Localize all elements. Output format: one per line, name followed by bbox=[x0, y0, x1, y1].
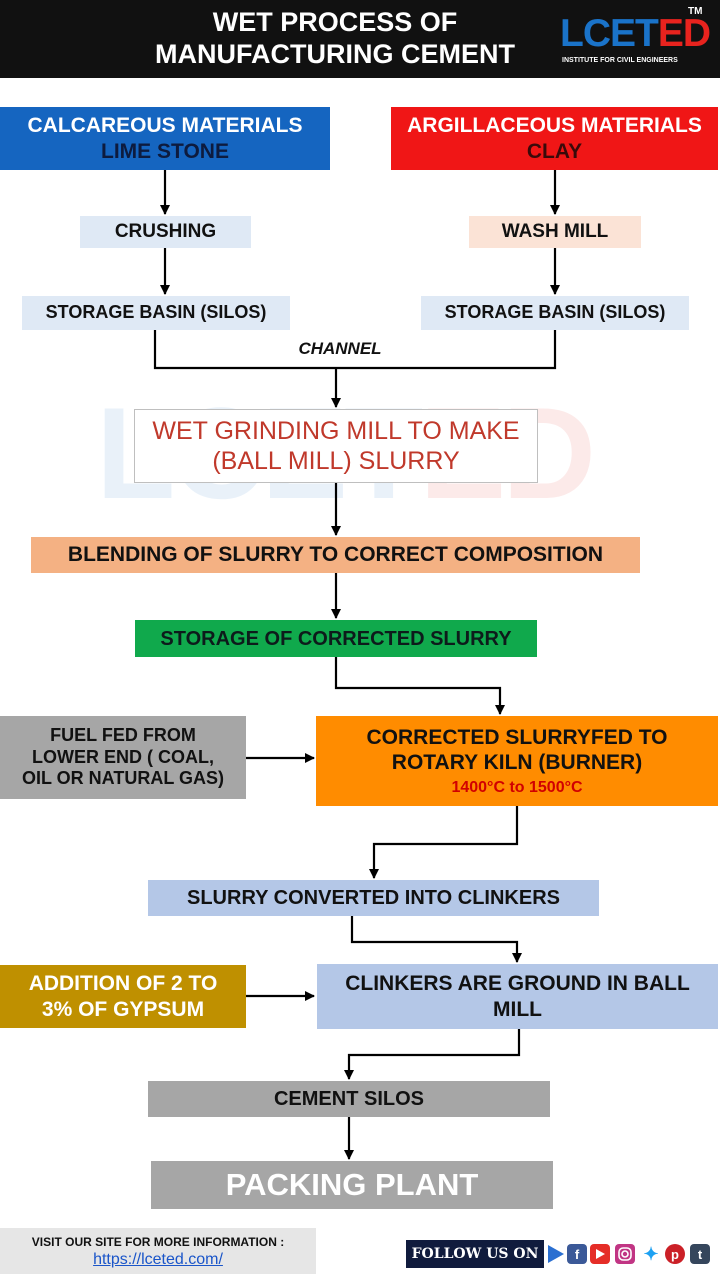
wet-grinding-mill-box: WET GRINDING MILL TO MAKE (BALL MILL) SL… bbox=[134, 409, 538, 483]
youtube-icon[interactable] bbox=[590, 1244, 610, 1264]
ground-line-1: CLINKERS ARE GROUND IN BALL bbox=[345, 972, 690, 996]
storage-corrected-slurry-box: STORAGE OF CORRECTED SLURRY bbox=[135, 620, 537, 657]
rotary-kiln-box: CORRECTED SLURRYFED TO ROTARY KILN (BURN… bbox=[316, 716, 718, 806]
arrow-ground-to-silos bbox=[344, 1029, 521, 1080]
facebook-icon[interactable]: f bbox=[567, 1244, 587, 1264]
play-icon[interactable] bbox=[546, 1244, 566, 1264]
clinkers-box: SLURRY CONVERTED INTO CLINKERS bbox=[148, 880, 599, 916]
header-bar bbox=[0, 0, 720, 78]
storage-basin-right-box: STORAGE BASIN (SILOS) bbox=[421, 296, 689, 330]
cement-silos-box: CEMENT SILOS bbox=[148, 1081, 550, 1117]
kiln-line-1: CORRECTED SLURRYFED TO bbox=[366, 726, 668, 750]
storage-basin-left-box: STORAGE BASIN (SILOS) bbox=[22, 296, 290, 330]
clinkers-ground-box: CLINKERS ARE GROUND IN BALL MILL bbox=[317, 964, 718, 1029]
footer-visit-panel: VISIT OUR SITE FOR MORE INFORMATION : ht… bbox=[0, 1228, 316, 1274]
ground-line-2: MILL bbox=[493, 997, 542, 1021]
title-line-1: WET PROCESS OF bbox=[212, 7, 458, 37]
fuel-line-3: OIL OR NATURAL GAS) bbox=[22, 768, 224, 789]
gypsum-line-1: ADDITION OF 2 TO bbox=[28, 972, 218, 996]
fuel-line-2: LOWER END ( COAL, bbox=[32, 746, 214, 767]
blending-box: BLENDING OF SLURRY TO CORRECT COMPOSITIO… bbox=[31, 537, 640, 573]
kiln-line-2: ROTARY KILN (BURNER) bbox=[391, 751, 643, 775]
calcareous-line-1: CALCAREOUS MATERIALS bbox=[27, 114, 303, 138]
page-title: WET PROCESS OF MANUFACTURING CEMENT bbox=[100, 6, 570, 71]
packing-plant-box: PACKING PLANT bbox=[151, 1161, 553, 1209]
title-line-2: MANUFACTURING CEMENT bbox=[155, 39, 515, 70]
footer-site-link[interactable]: https://lceted.com/ bbox=[93, 1251, 223, 1268]
channel-line bbox=[153, 330, 557, 370]
calcareous-line-2: LIME STONE bbox=[101, 139, 229, 163]
argillaceous-line-2: CLAY bbox=[526, 139, 583, 163]
tumblr-icon[interactable]: t bbox=[690, 1244, 710, 1264]
logo-tagline: INSTITUTE FOR CIVIL ENGINEERS bbox=[562, 57, 678, 64]
arrow-kiln-to-clinkers bbox=[369, 806, 519, 879]
footer-visit-text: VISIT OUR SITE FOR MORE INFORMATION : bbox=[31, 1235, 285, 1249]
argillaceous-materials-box: ARGILLACEOUS MATERIALS CLAY bbox=[391, 107, 718, 170]
twitter-icon[interactable]: ✦ bbox=[643, 1243, 659, 1264]
kiln-temperature: 1400°C to 1500°C bbox=[451, 778, 583, 796]
instagram-icon[interactable] bbox=[615, 1244, 635, 1264]
fuel-fed-box: FUEL FED FROM LOWER END ( COAL, OIL OR N… bbox=[0, 716, 246, 799]
follow-us-label: FOLLOW US ON bbox=[406, 1240, 544, 1268]
fuel-line-1: FUEL FED FROM bbox=[50, 725, 196, 746]
logo-lce-text: LCET bbox=[560, 12, 659, 55]
gypsum-line-2: 3% OF GYPSUM bbox=[41, 997, 205, 1021]
arrow-storage-to-kiln bbox=[334, 657, 505, 715]
calcareous-materials-box: CALCAREOUS MATERIALS LIME STONE bbox=[0, 107, 330, 170]
channel-label: CHANNEL bbox=[298, 339, 382, 358]
pinterest-icon[interactable]: p bbox=[665, 1244, 685, 1264]
argillaceous-line-1: ARGILLACEOUS MATERIALS bbox=[407, 114, 702, 138]
logo-trademark: TM bbox=[688, 6, 703, 17]
arrow-clinkers-to-ground bbox=[350, 916, 522, 963]
wash-mill-box: WASH MILL bbox=[469, 216, 641, 248]
lceted-logo: LCETED bbox=[560, 12, 711, 55]
wet-grinding-line-2: (BALL MILL) SLURRY bbox=[212, 447, 460, 475]
crushing-box: CRUSHING bbox=[80, 216, 251, 248]
gypsum-box: ADDITION OF 2 TO 3% OF GYPSUM bbox=[0, 965, 246, 1028]
logo-ed-text: ED bbox=[657, 12, 711, 55]
wet-grinding-line-1: WET GRINDING MILL TO MAKE bbox=[152, 417, 520, 445]
